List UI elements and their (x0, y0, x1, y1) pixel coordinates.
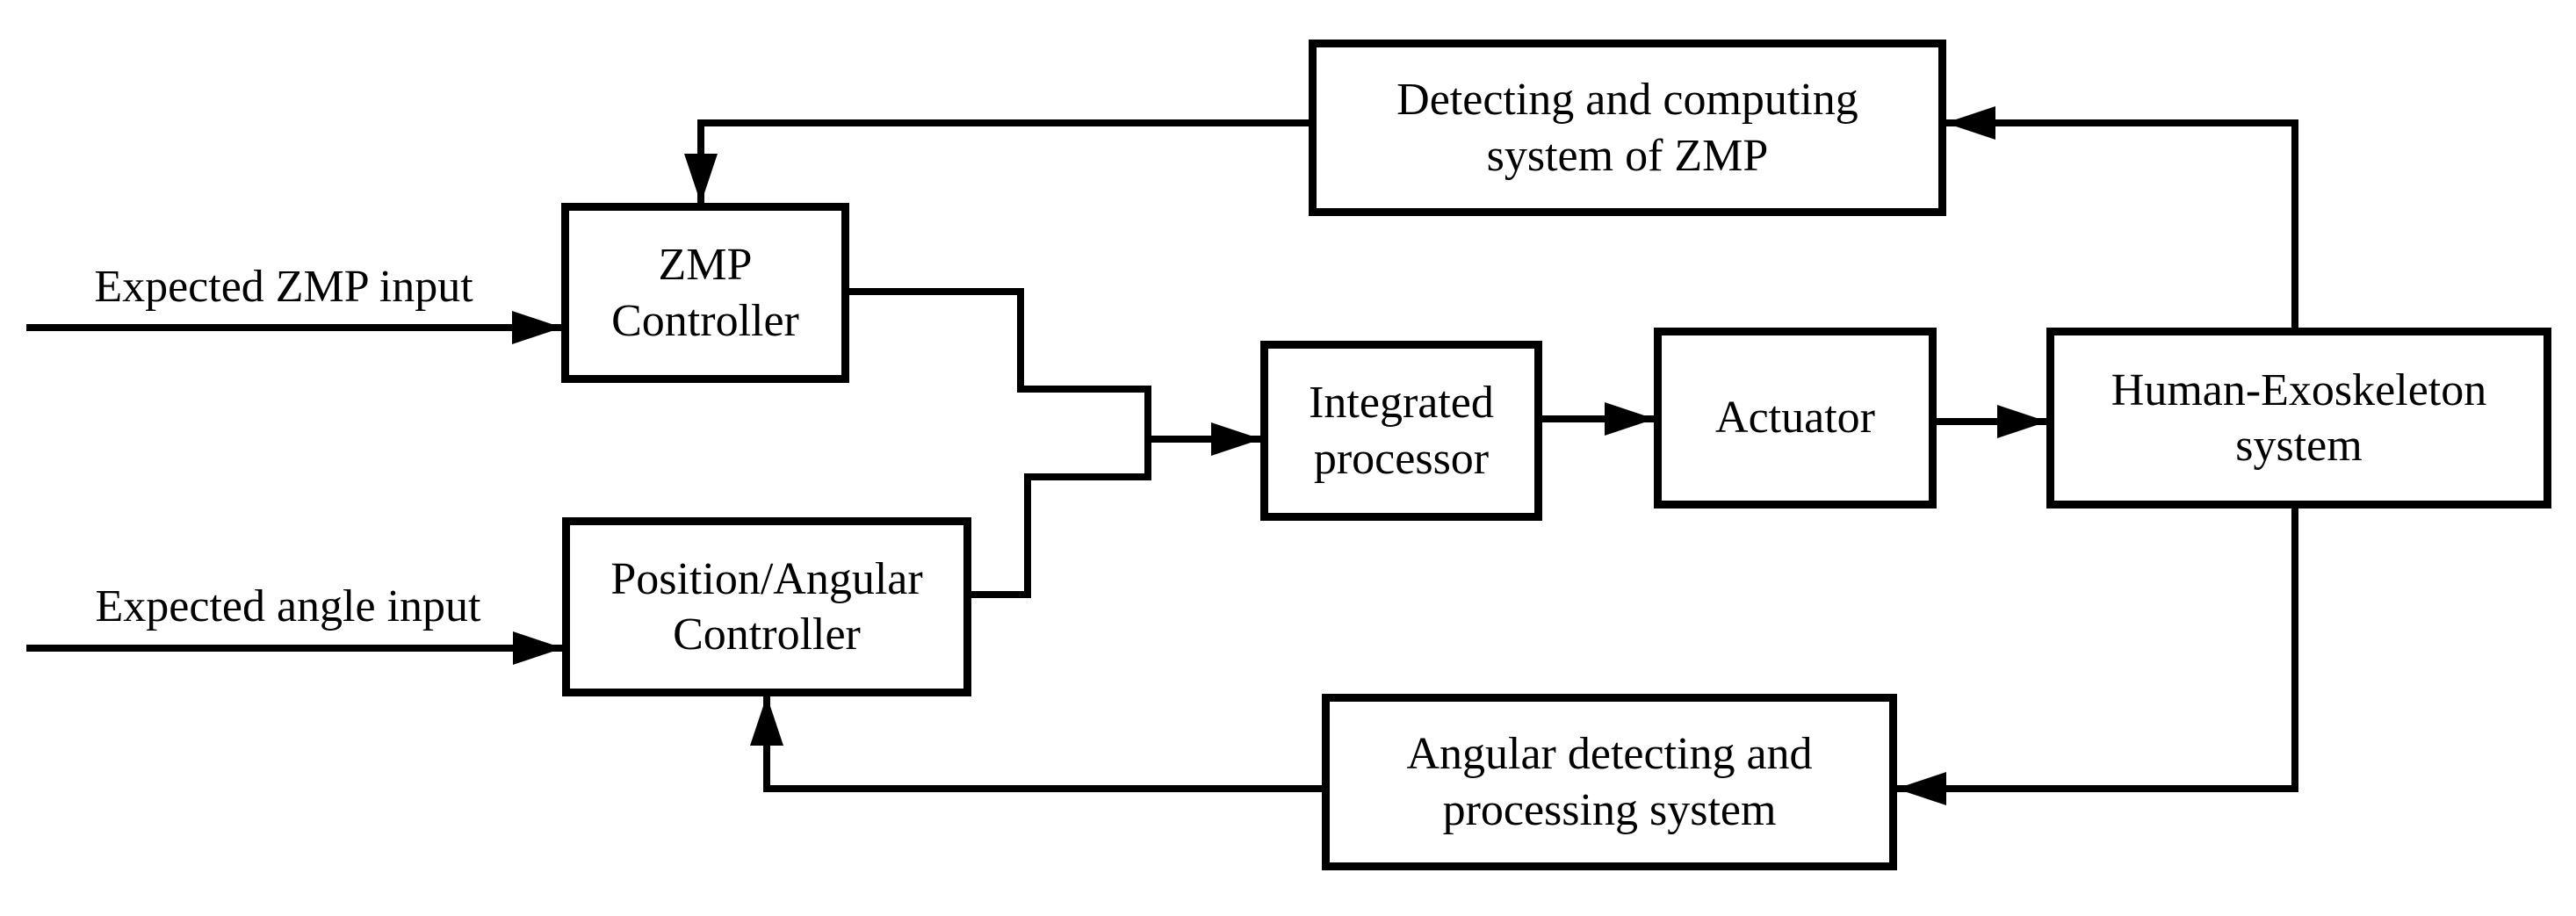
node-label: Integrated processor (1309, 378, 1494, 484)
node-position-angular-controller: Position/Angular Controller (562, 517, 971, 696)
node-zmp-controller: ZMP Controller (561, 203, 849, 383)
node-label: Detecting and computing system of ZMP (1396, 75, 1858, 181)
node-label: Human-Exoskeleton system (2111, 364, 2487, 471)
detecting-to-zmp-controller-feedback-arrow (684, 119, 1309, 204)
node-label: ZMP Controller (611, 240, 799, 346)
node-angular-detecting-processing-system: Angular detecting and processing system (1322, 694, 1897, 870)
expected-angle-input-label: Expected angle input (95, 581, 481, 631)
node-integrated-processor: Integrated processor (1260, 341, 1542, 521)
position-controller-output-line (968, 473, 1151, 598)
angular-to-position-controller-feedback-arrow (750, 696, 1322, 792)
expected-zmp-input-label: Expected ZMP input (94, 262, 473, 312)
node-detecting-computing-system-of-zmp: Detecting and computing system of ZMP (1309, 40, 1946, 216)
zmp-controller-output-line (846, 288, 1151, 393)
node-actuator: Actuator (1654, 328, 1937, 508)
exoskeleton-to-detecting-feedback-arrow (1945, 106, 2298, 329)
node-label: Angular detecting and processing system (1406, 729, 1813, 835)
node-label: Position/Angular Controller (610, 553, 923, 660)
exoskeleton-to-angular-feedback-arrow (1896, 507, 2298, 805)
node-label: Actuator (1715, 393, 1875, 444)
node-human-exoskeleton-system: Human-Exoskeleton system (2046, 328, 2551, 508)
